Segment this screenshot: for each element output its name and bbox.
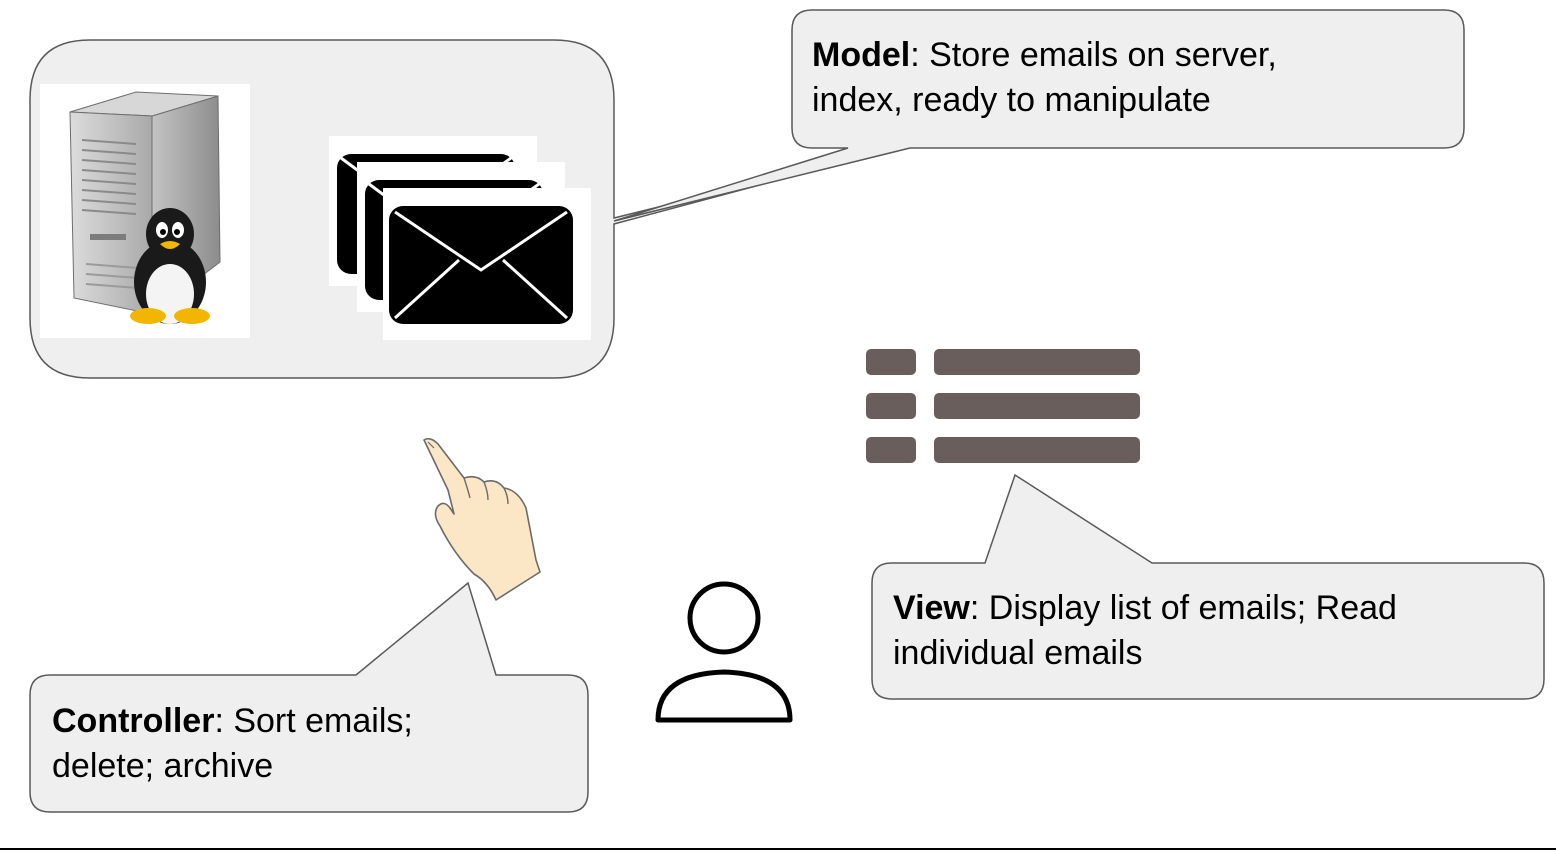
- email-stack-icon: [329, 136, 591, 340]
- model-line-1: Model: Store emails on server,: [812, 33, 1452, 78]
- model-callout-bubble: [613, 9, 1465, 222]
- view-callout-bubble: [871, 473, 1545, 700]
- controller-term: Controller: [52, 702, 215, 740]
- penguin-icon: [130, 208, 210, 324]
- user-icon: [652, 578, 796, 728]
- model-term: Model: [812, 36, 911, 74]
- view-term: View: [893, 589, 970, 627]
- bottom-divider: [0, 848, 1556, 850]
- controller-line-2: delete; archive: [52, 747, 274, 785]
- linux-server-icon: [40, 84, 250, 338]
- controller-callout-bubble: [29, 581, 589, 813]
- view-line-1: View: Display list of emails; Read: [893, 586, 1533, 631]
- controller-line-1: Controller: Sort emails;: [52, 699, 582, 744]
- controller-callout-text: Controller: Sort emails; delete; archive: [52, 699, 582, 789]
- model-callout-text: Model: Store emails on server, index, re…: [812, 33, 1452, 123]
- envelope-front-icon: [383, 188, 591, 340]
- view-line-1-rest: : Display list of emails; Read: [969, 589, 1397, 627]
- view-callout-text: View: Display list of emails; Read indiv…: [893, 586, 1533, 676]
- controller-line-1-rest: : Sort emails;: [214, 702, 413, 740]
- model-line-1-rest: : Store emails on server,: [910, 36, 1277, 74]
- view-line-2: individual emails: [893, 634, 1143, 672]
- model-line-2: index, ready to manipulate: [812, 81, 1211, 119]
- list-icon: [866, 349, 1142, 465]
- pointing-hand-icon: [418, 434, 554, 604]
